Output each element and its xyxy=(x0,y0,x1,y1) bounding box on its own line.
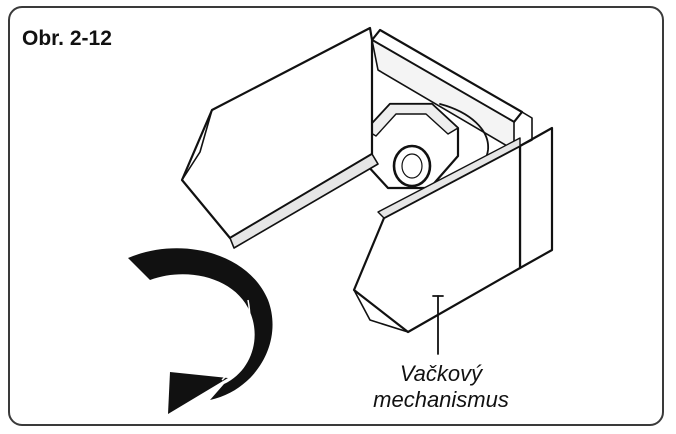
bracket-front-flap xyxy=(352,144,522,334)
bracket-left-flap xyxy=(180,26,374,240)
bracket-right-side xyxy=(518,126,554,270)
bracket-front-flap-bevel xyxy=(377,137,521,219)
figure-label: Obr. 2-12 xyxy=(22,27,112,50)
cam-mechanism-callout: Vačkový mechanismus xyxy=(356,361,526,413)
callout-line-2: mechanismus xyxy=(373,387,509,412)
curved-arrow-counterclockwise-icon xyxy=(128,248,273,414)
callout-line-1: Vačkový xyxy=(399,361,483,386)
hex-nut xyxy=(364,102,460,190)
bracket-left-flap-edge xyxy=(229,153,379,249)
